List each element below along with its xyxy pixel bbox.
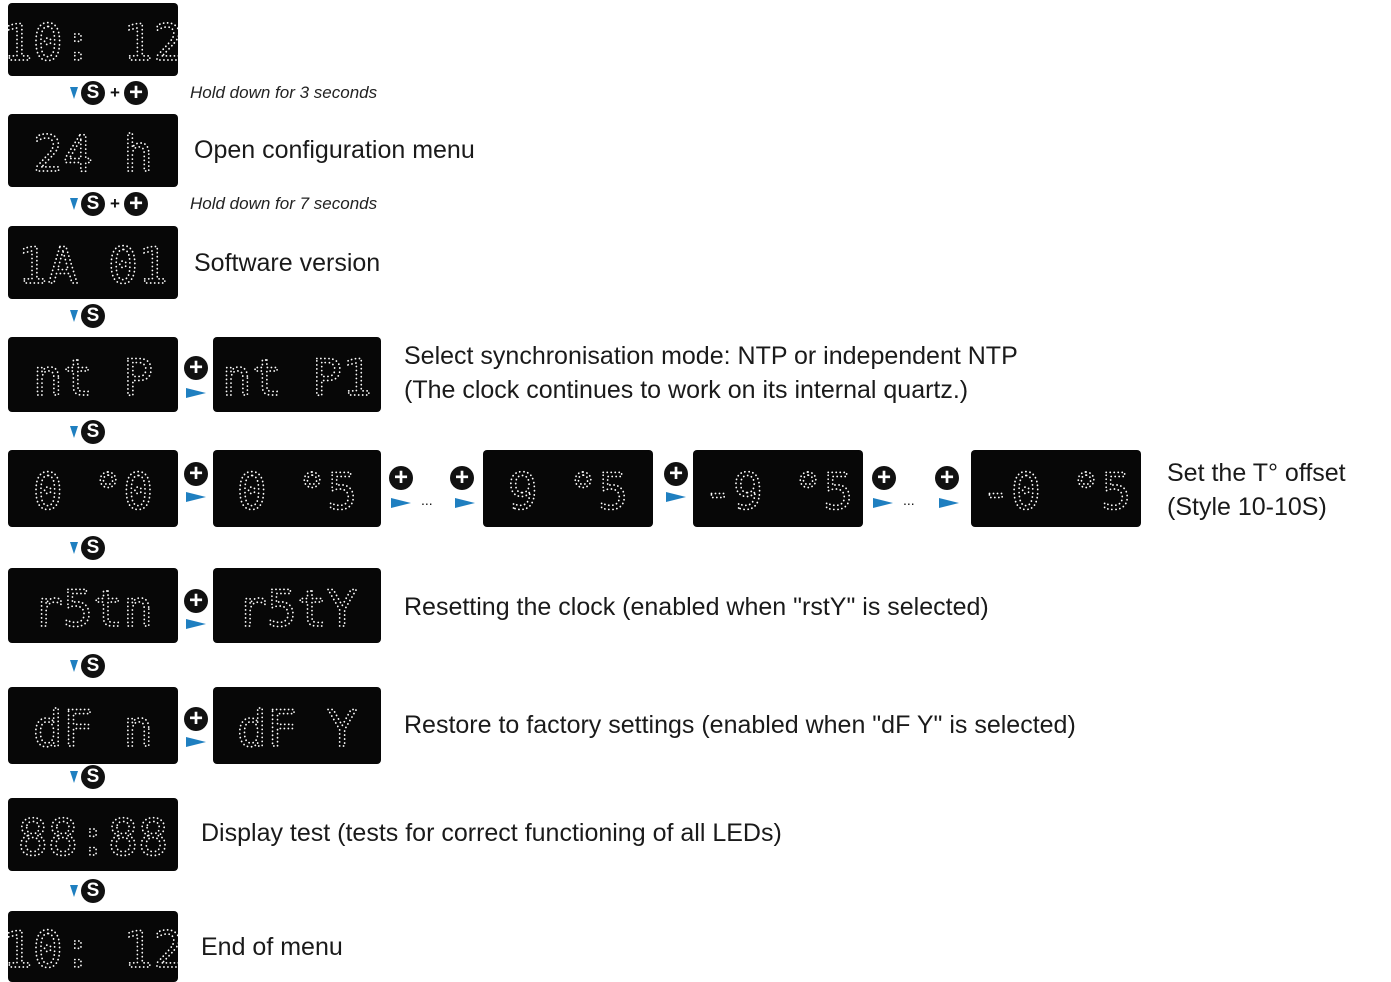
svg-text:10: 12: 10: 12	[8, 921, 178, 979]
display-clock-start: 10: 12	[8, 3, 178, 76]
display-reset-no: r5tn	[8, 568, 178, 643]
plus-button-icon: +	[450, 466, 474, 490]
s-button-icon: S	[81, 81, 105, 105]
plus-button-icon: +	[184, 707, 208, 731]
svg-text:0 °5: 0 °5	[237, 463, 357, 521]
plus-button-icon: +	[124, 192, 148, 216]
right-arrow-icon	[391, 498, 411, 508]
s-button-icon: S	[81, 420, 105, 444]
hint-hold-7s: Hold down for 7 seconds	[190, 194, 378, 213]
svg-text:dF n: dF n	[33, 700, 153, 758]
plus-button-icon: +	[389, 466, 413, 490]
plus-button-icon: +	[184, 462, 208, 486]
svg-text:1A 01: 1A 01	[18, 237, 169, 295]
label-factory: Restore to factory settings (enabled whe…	[404, 711, 1076, 739]
display-factory-yes: dF Y	[213, 687, 381, 764]
right-arrow-icon	[939, 498, 959, 508]
svg-text:88:88: 88:88	[18, 809, 169, 867]
down-arrow-icon	[70, 87, 78, 99]
plus-button-icon: +	[184, 589, 208, 613]
svg-text:-9 °5: -9 °5	[703, 463, 854, 521]
label-display-test: Display test (tests for correct function…	[201, 819, 782, 847]
svg-text:10: 12: 10: 12	[8, 14, 178, 72]
svg-text:24 h: 24 h	[33, 125, 153, 183]
right-arrow-icon	[666, 492, 686, 502]
combination-plus: +	[110, 83, 120, 102]
plus-button-icon: +	[124, 81, 148, 105]
svg-text:nt P1: nt P1	[222, 349, 373, 407]
svg-text:dF Y: dF Y	[237, 700, 357, 758]
display-24h: 24 h	[8, 114, 178, 187]
label-software-version: Software version	[194, 249, 381, 277]
label-temp-offset-line1: Set the T° offset	[1167, 459, 1346, 487]
display-test: 88:88	[8, 798, 178, 871]
label-temp-offset-line2: (Style 10-10S)	[1167, 493, 1327, 521]
display-clock-end: 10: 12	[8, 911, 178, 982]
right-arrow-icon	[455, 498, 475, 508]
label-end-menu: End of menu	[201, 933, 343, 961]
s-button-icon: S	[81, 304, 105, 328]
svg-text:0 °0: 0 °0	[33, 463, 153, 521]
display-reset-yes: r5tY	[213, 568, 381, 643]
right-arrow-icon	[186, 492, 206, 502]
display-factory-no: dF n	[8, 687, 178, 764]
down-arrow-icon	[70, 198, 78, 210]
display-temp-minus-0-5: -0 °5	[971, 450, 1141, 527]
s-button-icon: S	[81, 536, 105, 560]
down-arrow-icon	[70, 426, 78, 438]
display-version: 1A 01	[8, 226, 178, 299]
label-sync-mode-line2: (The clock continues to work on its inte…	[404, 376, 969, 404]
right-arrow-icon	[186, 737, 206, 747]
s-button-icon: S	[81, 654, 105, 678]
plus-button-icon: +	[935, 466, 959, 490]
svg-text:r5tY: r5tY	[237, 580, 357, 638]
combination-plus: +	[110, 194, 120, 213]
display-temp-0-5: 0 °5	[213, 450, 381, 527]
right-arrow-icon	[873, 498, 893, 508]
display-temp-0-0: 0 °0	[8, 450, 178, 527]
display-temp-9-5: 9 °5	[483, 450, 653, 527]
plus-button-icon: +	[184, 356, 208, 380]
label-reset: Resetting the clock (enabled when "rstY"…	[404, 593, 989, 621]
svg-text:-0 °5: -0 °5	[981, 463, 1132, 521]
down-arrow-icon	[70, 771, 78, 783]
right-arrow-icon	[186, 388, 206, 398]
svg-text:nt P: nt P	[33, 349, 153, 407]
down-arrow-icon	[70, 885, 78, 897]
ellipsis: ...	[421, 492, 433, 508]
right-arrow-icon	[186, 619, 206, 629]
display-temp-minus-9-5: -9 °5	[693, 450, 863, 527]
display-ntp: nt P	[8, 337, 178, 412]
s-button-icon: S	[81, 879, 105, 903]
plus-button-icon: +	[872, 466, 896, 490]
down-arrow-icon	[70, 542, 78, 554]
ellipsis: ...	[903, 492, 915, 508]
hint-hold-3s: Hold down for 3 seconds	[190, 83, 378, 102]
svg-text:9 °5: 9 °5	[508, 463, 628, 521]
plus-button-icon: +	[664, 462, 688, 486]
down-arrow-icon	[70, 310, 78, 322]
label-sync-mode-line1: Select synchronisation mode: NTP or inde…	[404, 342, 1018, 370]
s-button-icon: S	[81, 765, 105, 789]
label-open-menu: Open configuration menu	[194, 136, 475, 164]
s-button-icon: S	[81, 192, 105, 216]
display-ntp1: nt P1	[213, 337, 381, 412]
down-arrow-icon	[70, 660, 78, 672]
svg-text:r5tn: r5tn	[33, 580, 153, 638]
